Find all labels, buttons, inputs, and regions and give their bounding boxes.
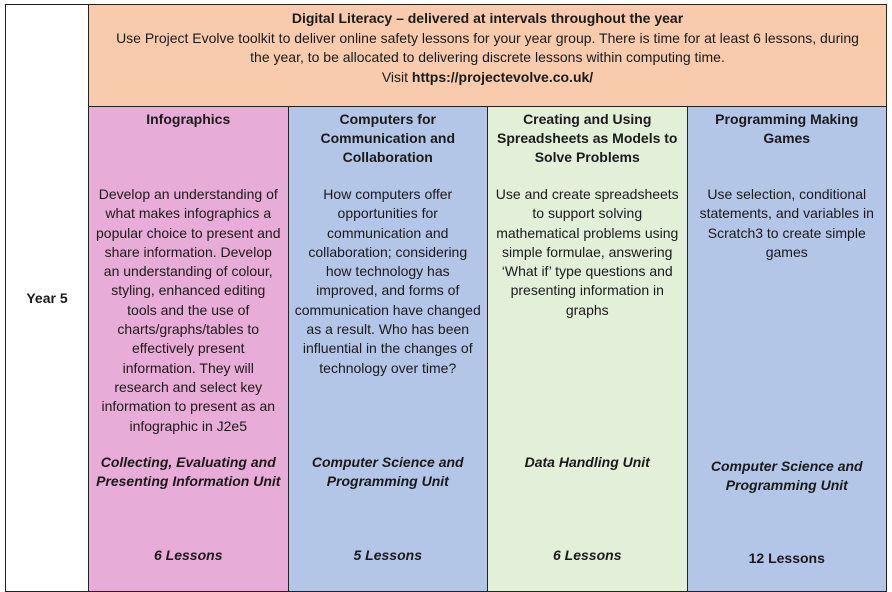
unit-lessons: 6 Lessons [154,547,223,563]
unit-strand: Computer Science and Programming Unit [710,458,863,493]
unit-strand: Data Handling Unit [524,454,650,470]
unit-strand: Computer Science and Programming Unit [311,454,464,489]
unit-cell-communication: Computers for Communication and Collabor… [287,106,488,592]
unit-title: Computers for Communication and Collabor… [320,111,456,165]
curriculum-table: Year 5 Digital Literacy – delivered at i… [5,4,887,592]
unit-lessons: 6 Lessons [553,547,622,563]
unit-description: Develop an understanding of what makes i… [96,186,281,434]
digital-literacy-banner: Digital Literacy – delivered at interval… [88,4,887,107]
unit-strand: Collecting, Evaluating and Presenting In… [96,454,281,489]
banner-visit: Visit https://projectevolve.co.uk/ [99,68,876,88]
unit-cell-games: Programming Making Games Use selection, … [686,106,887,592]
unit-title: Programming Making Games [715,111,859,146]
unit-description: Use and create spreadsheets to support s… [495,186,679,318]
year-cell: Year 5 [5,4,89,592]
unit-description: How computers offer opportunities for co… [294,186,481,376]
banner-line-2: the year, to be allocated to delivering … [250,49,725,65]
unit-lessons: 12 Lessons [748,550,825,566]
unit-title: Infographics [146,111,231,127]
project-evolve-link[interactable]: https://projectevolve.co.uk/ [411,68,594,85]
year-label: Year 5 [26,290,68,306]
banner-title: Digital Literacy – delivered at interval… [291,10,684,26]
unit-description: Use selection, conditional statements, a… [699,186,874,260]
visit-label: Visit [381,68,409,85]
banner-line-1: Use Project Evolve toolkit to deliver on… [116,29,859,46]
unit-cell-infographics: Infographics Develop an understanding of… [88,106,289,592]
unit-lessons: 5 Lessons [353,547,422,563]
unit-cell-spreadsheets: Creating and Using Spreadsheets as Model… [487,106,688,592]
unit-title: Creating and Using Spreadsheets as Model… [496,111,678,165]
